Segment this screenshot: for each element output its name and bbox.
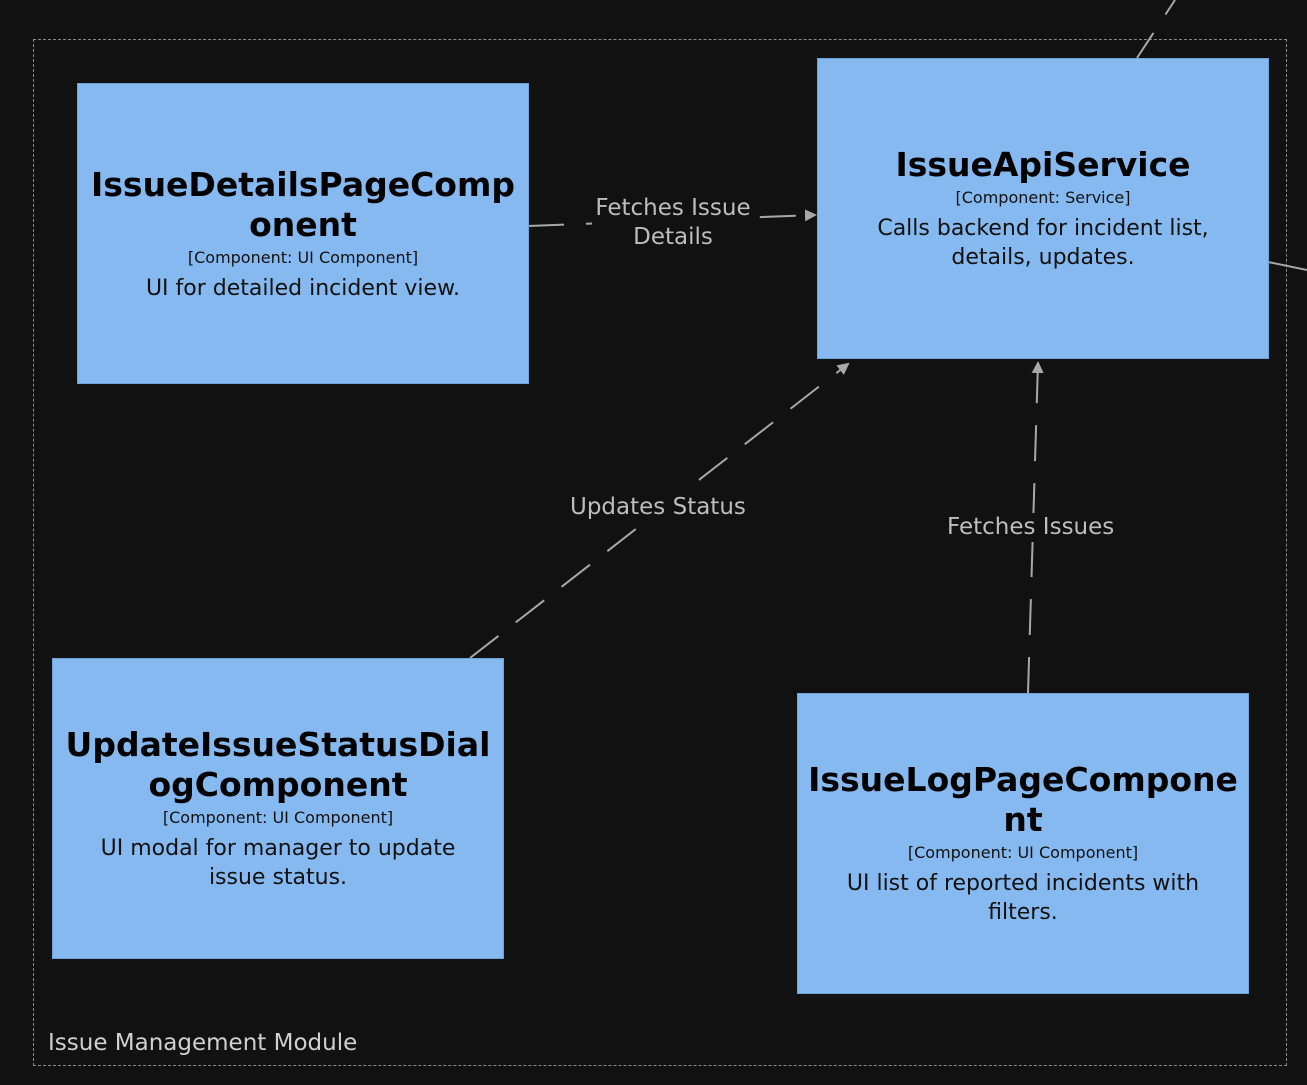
edge-external-top <box>1136 0 1176 59</box>
node-name: IssueLogPageComponent <box>808 760 1238 839</box>
node-description: UI modal for manager to update issue sta… <box>100 836 456 890</box>
node-issue-api-service[interactable]: IssueApiService [Component: Service] Cal… <box>817 58 1269 359</box>
edge-label-line-1: Fetches Issue <box>595 195 751 221</box>
node-description: UI list of reported incidents with filte… <box>846 871 1200 925</box>
node-name: IssueApiService <box>895 145 1191 184</box>
node-issue-log-page[interactable]: IssueLogPageComponent [Component: UI Com… <box>797 693 1249 994</box>
edge-external-right <box>1267 261 1307 271</box>
node-name: UpdateIssueStatusDialogComponent <box>65 725 491 804</box>
edge-label-updates-status: Updates Status <box>570 493 746 522</box>
edge-label-line-2: Details <box>633 224 713 250</box>
edge-label-fetches-details: Fetches Issue Details <box>592 194 754 252</box>
node-type: [Component: UI Component] <box>162 808 394 827</box>
node-type: [Component: Service] <box>955 188 1131 207</box>
node-name: IssueDetailsPageComponent <box>91 164 515 244</box>
node-update-issue-status-dialog[interactable]: UpdateIssueStatusDialogComponent [Compon… <box>52 658 504 959</box>
boundary-label: Issue Management Module <box>48 1030 358 1056</box>
module-boundary <box>33 39 1287 1066</box>
node-type: [Component: UI Component] <box>187 247 419 267</box>
node-type: [Component: UI Component] <box>907 843 1139 862</box>
node-description: Calls backend for incident list, details… <box>877 216 1209 270</box>
node-issue-details-page[interactable]: IssueDetailsPageComponent [Component: UI… <box>77 83 529 384</box>
node-description: UI for detailed incident view. <box>145 275 461 301</box>
edge-label-fetches-issues: Fetches Issues <box>947 513 1115 542</box>
